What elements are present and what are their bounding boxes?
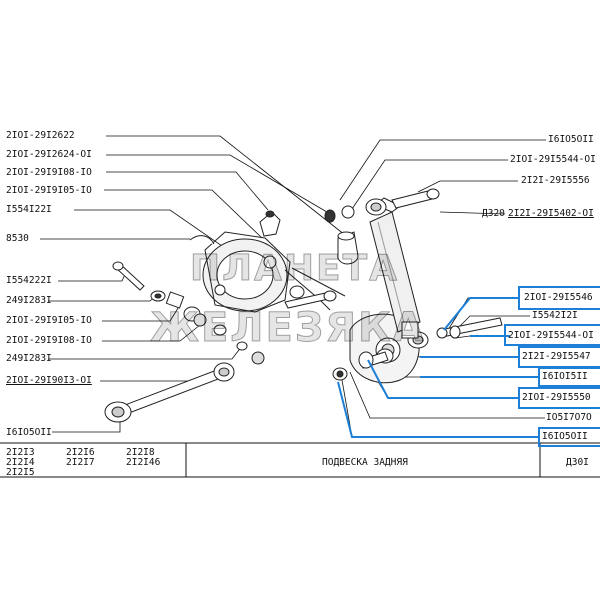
right-lower-parts [332, 317, 503, 381]
left-bolt-stack [112, 261, 265, 365]
small-parts-top [259, 205, 355, 237]
label-2121-2915547: 2I2I-29I5547 [522, 351, 591, 362]
label-2101-2919105-10-top: 2IOI-29I9I05-IO [6, 185, 92, 196]
label-2121-2915556: 2I2I-29I5556 [521, 175, 590, 186]
label-15542121: I5542I2I [532, 310, 578, 321]
label-8530: 8530 [6, 233, 29, 244]
highlight-box-2101-2915546 [518, 286, 600, 310]
highlight-box-16105011-bottom [538, 427, 600, 447]
upper-bolt [391, 188, 440, 209]
model-21214: 2I2I4 [6, 457, 35, 468]
label-16105011-bottom: I6IO5OII [542, 431, 588, 442]
label-2101-2919105-10-bottom: 2IOI-29I9I05-IO [6, 315, 92, 326]
watermark-line1: ПЛАНЕТА [189, 248, 400, 290]
model-212146: 2I2I46 [126, 457, 161, 468]
highlight-box-2101-2915550 [518, 387, 600, 409]
highlight-leaders [337, 297, 540, 438]
highlight-box-16101511 [538, 367, 600, 387]
label-2491283-bottom: 249I283I [6, 353, 52, 364]
model-21216: 2I2I6 [66, 447, 95, 458]
label-2101-2919108-10-bottom: 2IOI-29I9I08-IO [6, 335, 92, 346]
title-block-frame [0, 442, 600, 478]
label-2101-2919013-01: 2IOI-29I90I3-OI [6, 375, 92, 386]
highlight-box-2101-2915544-01 [504, 324, 600, 346]
label-d320-prefix: Д320 [482, 208, 505, 219]
shock-absorber [365, 197, 429, 349]
label-16105011-top-right: I6IO5OII [548, 134, 594, 145]
label-2121-2915402-01: 2I2I-29I5402-OI [508, 208, 594, 219]
label-2101-2912624-01: 2IOI-29I2624-OI [6, 149, 92, 160]
label-2101-2915544-01-top: 2IOI-29I5544-OI [510, 154, 596, 165]
sheet-number: Д30I [566, 457, 589, 468]
watermark-line2: ЖЕЛЕЗЯКА [150, 305, 426, 352]
label-2101-2912622: 2IOI-29I2622 [6, 130, 75, 141]
label-16101511: I6IOI5II [542, 371, 588, 382]
label-2101-2915546: 2IOI-29I5546 [524, 292, 593, 303]
label-2101-2915544-01-bottom: 2IOI-29I5544-OI [508, 330, 594, 341]
model-21215: 2I2I5 [6, 467, 35, 478]
bump-stop [337, 231, 359, 265]
model-21213: 2I2I3 [6, 447, 35, 458]
label-16105011-left: I6IO5OII [6, 427, 52, 438]
model-21217: 2I2I7 [66, 457, 95, 468]
upper-rod [284, 285, 337, 309]
axle-housing [189, 231, 346, 313]
label-15541221: I554I22I [6, 204, 52, 215]
label-2101-2915550: 2IOI-29I5550 [522, 392, 591, 403]
label-2101-2919108-10-top: 2IOI-29I9I08-IO [6, 167, 92, 178]
left-leader-lines [40, 135, 346, 433]
lower-trailing-rod [104, 362, 235, 423]
label-15542221: I554222I [6, 275, 52, 286]
model-21218: 2I2I8 [126, 447, 155, 458]
label-10517070: IO5I7O7O [546, 412, 592, 423]
label-2491283-top: 249I283I [6, 295, 52, 306]
diagram-title: ПОДВЕСКА ЗАДНЯЯ [322, 457, 408, 468]
